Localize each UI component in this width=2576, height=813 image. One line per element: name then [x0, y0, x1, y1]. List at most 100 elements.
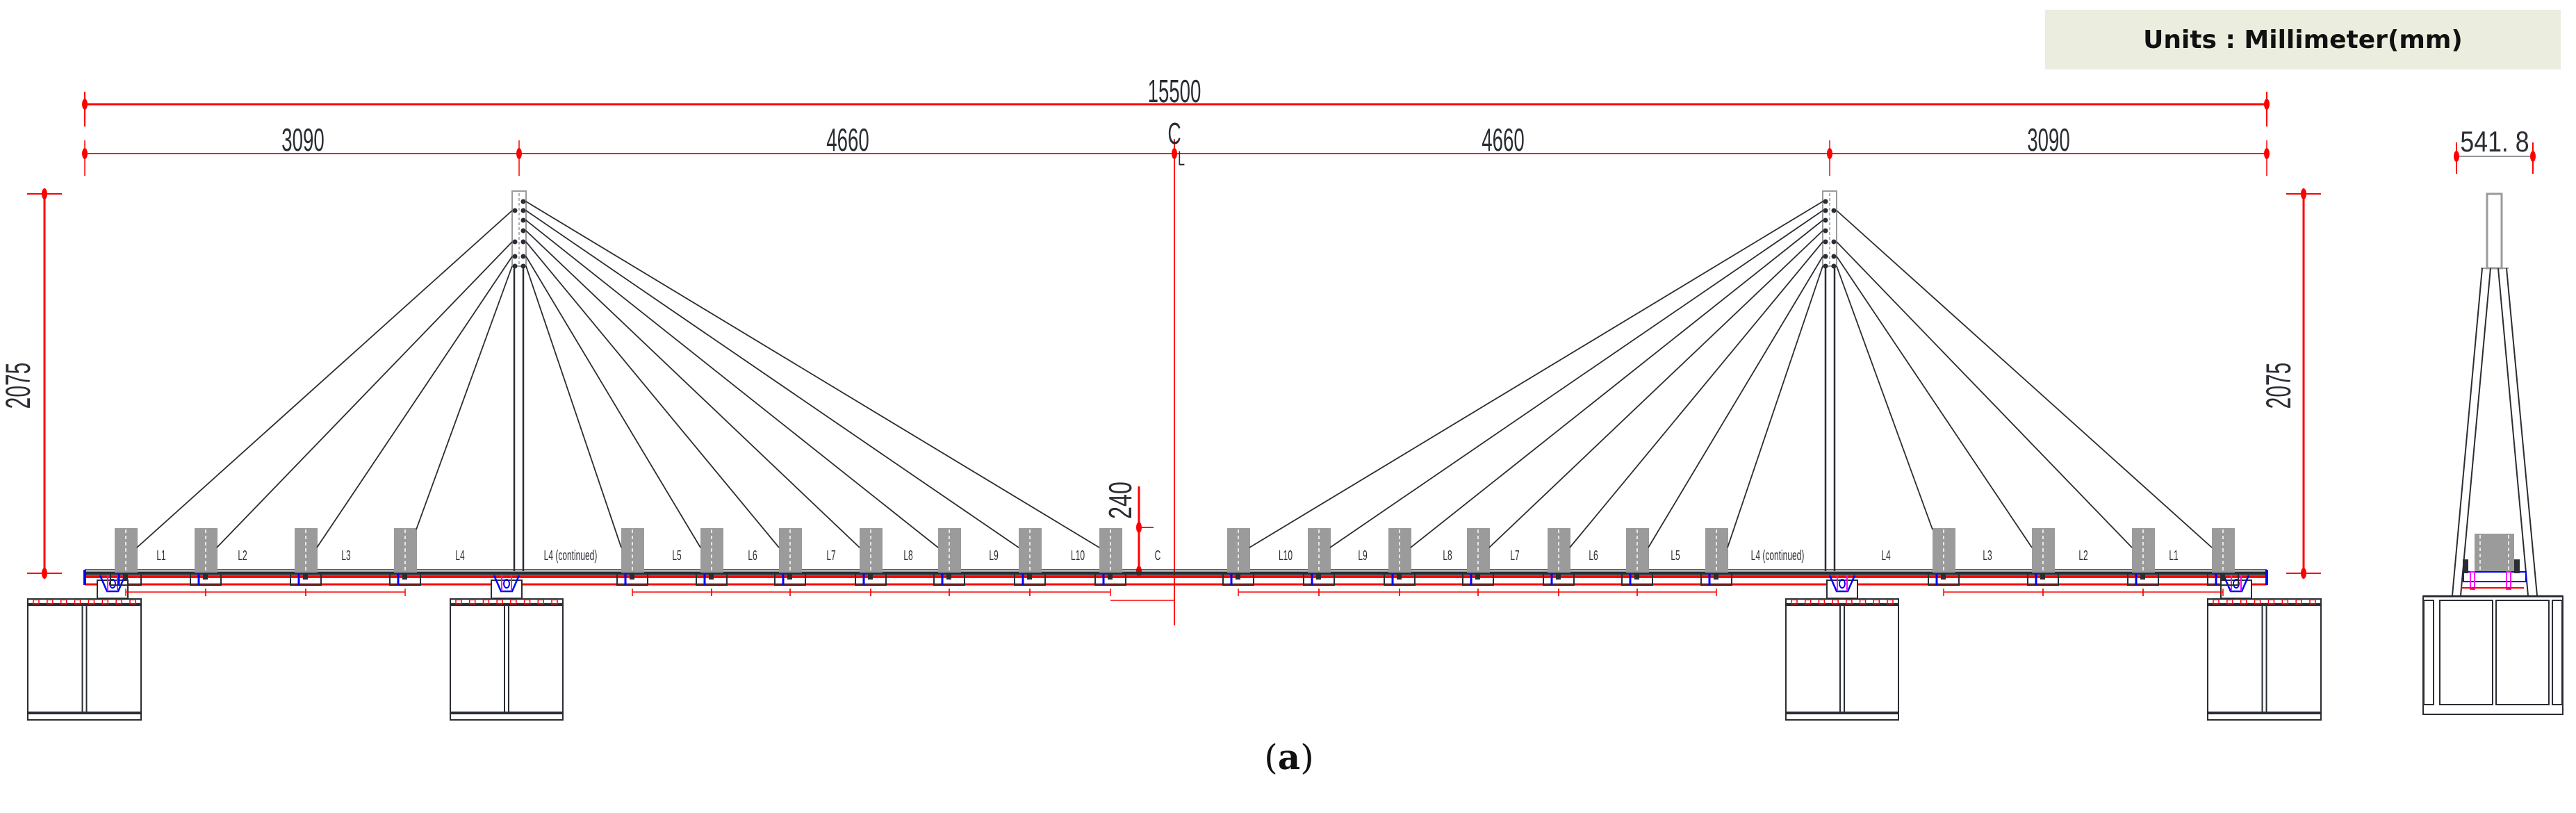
figure-label-close: )	[1300, 737, 1314, 778]
cable-anchor	[520, 199, 526, 204]
deck-span-label: L9	[1358, 548, 1367, 564]
cable-anchor	[1831, 208, 1837, 213]
pier	[1785, 598, 1899, 721]
deck-span-label: L7	[1510, 548, 1519, 564]
deck-span-label: L4 (continued)	[544, 548, 598, 564]
pier	[27, 598, 142, 721]
rebar-mark	[1832, 599, 1839, 605]
rebar-mark	[2254, 599, 2261, 605]
cross-section-deck	[2463, 571, 2527, 582]
stay-cable	[525, 265, 622, 548]
anchor-bolt	[868, 574, 873, 580]
stay-cable	[1836, 256, 2033, 548]
deck-span-label: L10	[1071, 548, 1085, 564]
cable-anchor	[1823, 239, 1828, 245]
rebar-mark	[1804, 599, 1812, 605]
rebar-mark	[33, 599, 40, 605]
deck-span-label: L8	[903, 548, 912, 564]
rebar-mark	[2240, 599, 2247, 605]
rebar-mark	[2226, 599, 2233, 605]
anchor-bolt	[1941, 574, 1946, 580]
rebar-mark	[129, 599, 136, 605]
cable-anchor	[1823, 228, 1828, 233]
anchor-bolt	[1236, 574, 1240, 580]
stay-cable	[136, 210, 513, 548]
anchor-bolt	[402, 574, 407, 580]
rebar-mark	[1791, 599, 1798, 605]
bearing-pin-icon	[503, 579, 510, 589]
dimension-endpoint	[1827, 148, 1832, 159]
figure-label-letter: a	[1277, 737, 1301, 778]
cable-anchor	[520, 228, 526, 233]
deck-span-label: L10	[1279, 548, 1293, 564]
rebar-mark	[101, 599, 109, 605]
cross-section-bearing	[2506, 571, 2511, 590]
dimension-endpoint	[2454, 151, 2459, 162]
pier	[450, 598, 564, 721]
cable-anchor	[520, 217, 526, 223]
deck-span-label: L5	[1671, 548, 1680, 564]
deck-span-label: L9	[989, 548, 998, 564]
stay-cable	[1836, 210, 2213, 548]
anchor-bolt	[2040, 574, 2045, 580]
rebar-mark	[88, 599, 95, 605]
anchor-bolt	[709, 574, 714, 580]
cross-section-pier-column	[2439, 600, 2493, 705]
bearing-pin-icon	[1839, 579, 1846, 589]
bearing-block	[491, 580, 523, 599]
dimension-endpoint	[2264, 148, 2270, 159]
deck-span-label: L3	[1983, 548, 1992, 564]
stay-cable	[525, 220, 939, 548]
pier	[2207, 598, 2322, 721]
deck-span-label: L1	[2169, 548, 2178, 564]
rebar-mark	[455, 599, 462, 605]
stay-cable	[525, 256, 701, 548]
rebar-mark	[496, 599, 503, 605]
cross-section-pylon-leg	[2460, 268, 2491, 596]
cable-anchor	[512, 263, 518, 269]
deck-span-label: L1	[156, 548, 165, 564]
anchor-bolt	[203, 574, 208, 580]
rebar-mark	[60, 599, 67, 605]
cable-anchor	[512, 254, 518, 259]
figure-label-open: (	[1264, 737, 1278, 778]
dimension-endpoint	[516, 148, 522, 159]
cable-anchor	[1831, 263, 1837, 269]
rebar-mark	[551, 599, 558, 605]
dimension-total-text: 15500	[1148, 74, 1201, 110]
stay-cable	[1488, 230, 1823, 548]
dimension-height-text: 2075	[0, 363, 38, 409]
cross-section-anchor-block	[2475, 534, 2514, 572]
anchor-bolt	[1634, 574, 1639, 580]
bearing	[2222, 575, 2250, 593]
centerline-symbol: C	[1167, 116, 1181, 151]
bearing-block	[97, 580, 129, 599]
bearing	[1828, 575, 1856, 593]
stay-cable	[1329, 210, 1823, 548]
cable-anchor	[520, 263, 526, 269]
rebar-mark	[1873, 599, 1880, 605]
deck-span-label: L2	[238, 548, 247, 564]
dimension-segment-text: 3090	[281, 123, 324, 158]
deck-span-label: L2	[2078, 548, 2087, 564]
anchor-bolt	[1316, 574, 1321, 580]
deck-span-label: L5	[672, 548, 681, 564]
deck-span-label: L3	[341, 548, 350, 564]
dimension-endpoint	[2530, 151, 2536, 162]
stay-cable	[416, 265, 513, 530]
rebar-mark	[2309, 599, 2316, 605]
rebar-mark	[1818, 599, 1826, 605]
cable-anchor	[1831, 254, 1837, 259]
rebar-mark	[1859, 599, 1867, 605]
cross-section-pier-column	[2495, 600, 2550, 705]
stay-cable	[525, 241, 780, 548]
dimension-width-text: 541. 8	[2460, 126, 2529, 158]
stay-cable	[1836, 241, 2133, 548]
stay-cable	[1836, 265, 1933, 530]
cross-section-pylon-leg	[2497, 268, 2529, 596]
deck-span-label: L6	[748, 548, 757, 564]
figure-label: (a)	[1244, 737, 1334, 778]
stay-cable	[1648, 256, 1823, 548]
cross-section-bearing	[2470, 571, 2475, 590]
